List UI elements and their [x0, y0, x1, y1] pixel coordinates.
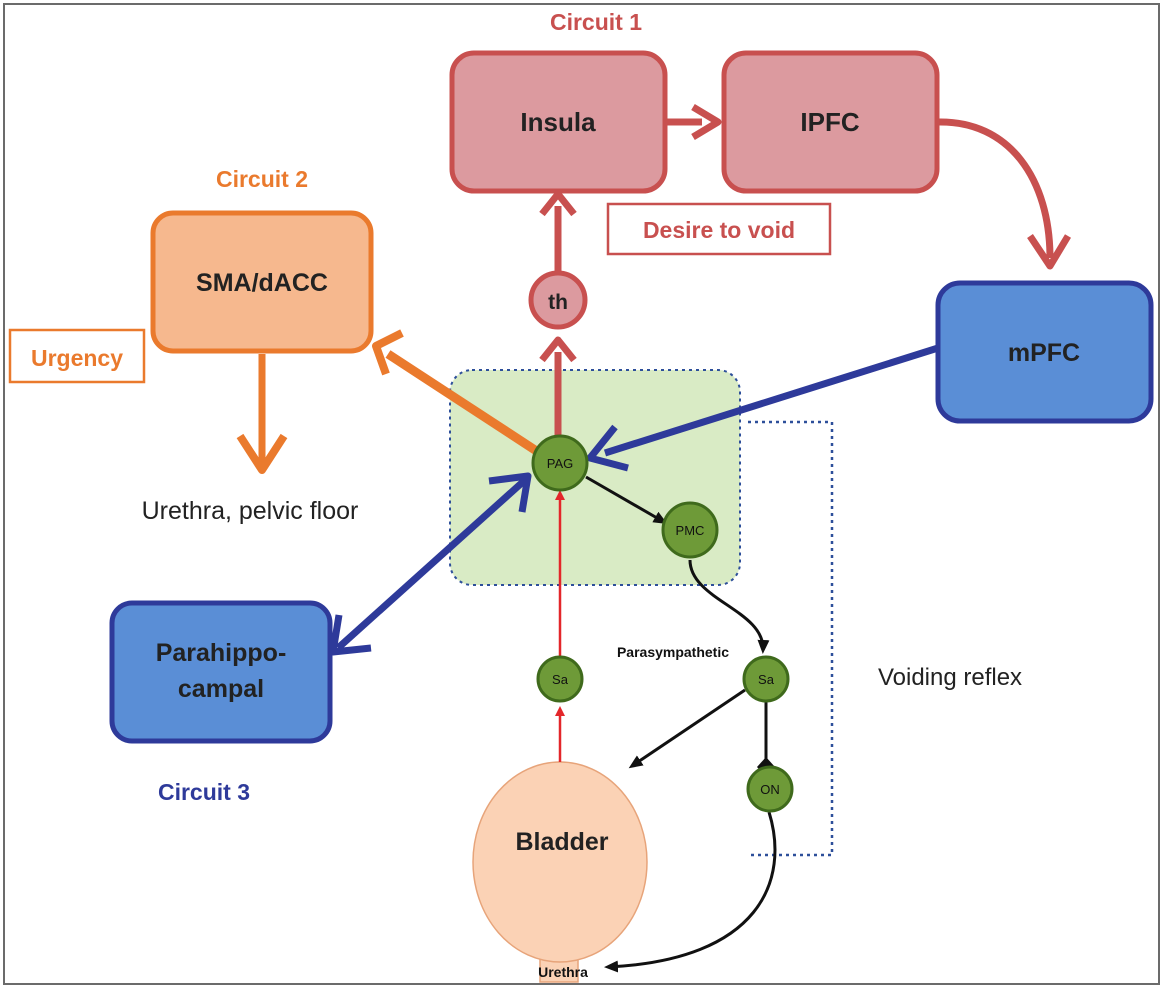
on-to-urethra-arrow — [604, 811, 777, 973]
pag-to-pmc-arrow — [585, 475, 668, 524]
parahippocampal-label-line2: campal — [178, 675, 264, 703]
bladder-label: Bladder — [515, 828, 608, 856]
ipfc-to-mpfc-arrow — [936, 118, 1054, 259]
sa-right-label: Sa — [758, 672, 775, 687]
desire-label-box — [606, 202, 832, 256]
sma-to-urethra-arrowhead — [236, 433, 288, 474]
urgency-label: Urgency — [31, 345, 123, 371]
th-node — [528, 270, 588, 330]
pmc-node — [661, 501, 719, 559]
sa-left-node — [536, 655, 584, 703]
voiding-reflex-bracket — [748, 420, 834, 857]
mpfc-to-pag-arrow — [603, 344, 940, 457]
parahippocampal-box — [109, 600, 333, 744]
desire-to-void-label: Desire to void — [643, 217, 795, 243]
insula-label: Insula — [520, 107, 596, 137]
circuit-3-title: Circuit 3 — [158, 779, 250, 805]
parahippo-arrowhead-from-pag — [329, 614, 372, 656]
urgency-label-box — [8, 328, 146, 384]
insula-to-ipfc-arrowhead — [691, 103, 722, 141]
on-label: ON — [760, 782, 780, 797]
urethra-label: Urethra — [538, 964, 588, 980]
sa-right-node — [742, 655, 790, 703]
pmc-label: PMC — [676, 523, 705, 538]
pag-arrowhead-from-parahippo — [488, 472, 532, 513]
parahippocampal-label-line1: Parahippo- — [156, 639, 287, 667]
pag-parahippocampal-arrow — [335, 477, 528, 651]
voiding-reflex-label: Voiding reflex — [878, 664, 1022, 691]
pag-label: PAG — [547, 456, 574, 471]
parasympathetic-label: Parasympathetic — [617, 644, 729, 660]
mpfc-label: mPFC — [1008, 339, 1080, 367]
circuit-2-title: Circuit 2 — [216, 166, 308, 192]
sma-dacc-label: SMA/dACC — [196, 269, 328, 297]
mpfc-to-pag-arrowhead — [586, 424, 629, 472]
pag-to-th-arrowhead — [539, 336, 577, 363]
sma-dacc-box — [150, 210, 374, 354]
sa-to-bladder-arrow — [628, 688, 746, 769]
pag-to-sma-arrowhead — [372, 329, 404, 376]
circuit-1-title: Circuit 1 — [550, 9, 642, 35]
urethra-pelvic-floor-label: Urethra, pelvic floor — [142, 497, 359, 525]
pmc-to-sa-arrow — [688, 559, 770, 654]
sa-left-label: Sa — [552, 672, 569, 687]
th-label: th — [548, 291, 568, 314]
ipfc-to-mpfc-arrowhead — [1027, 234, 1072, 270]
mpfc-box — [935, 280, 1154, 424]
on-node — [746, 765, 794, 813]
pag-node — [531, 434, 589, 492]
th-to-insula-arrowhead — [539, 190, 577, 217]
ipfc-label: IPFC — [800, 107, 859, 137]
pag-to-sma-arrow — [385, 350, 541, 456]
bladder — [472, 761, 648, 963]
